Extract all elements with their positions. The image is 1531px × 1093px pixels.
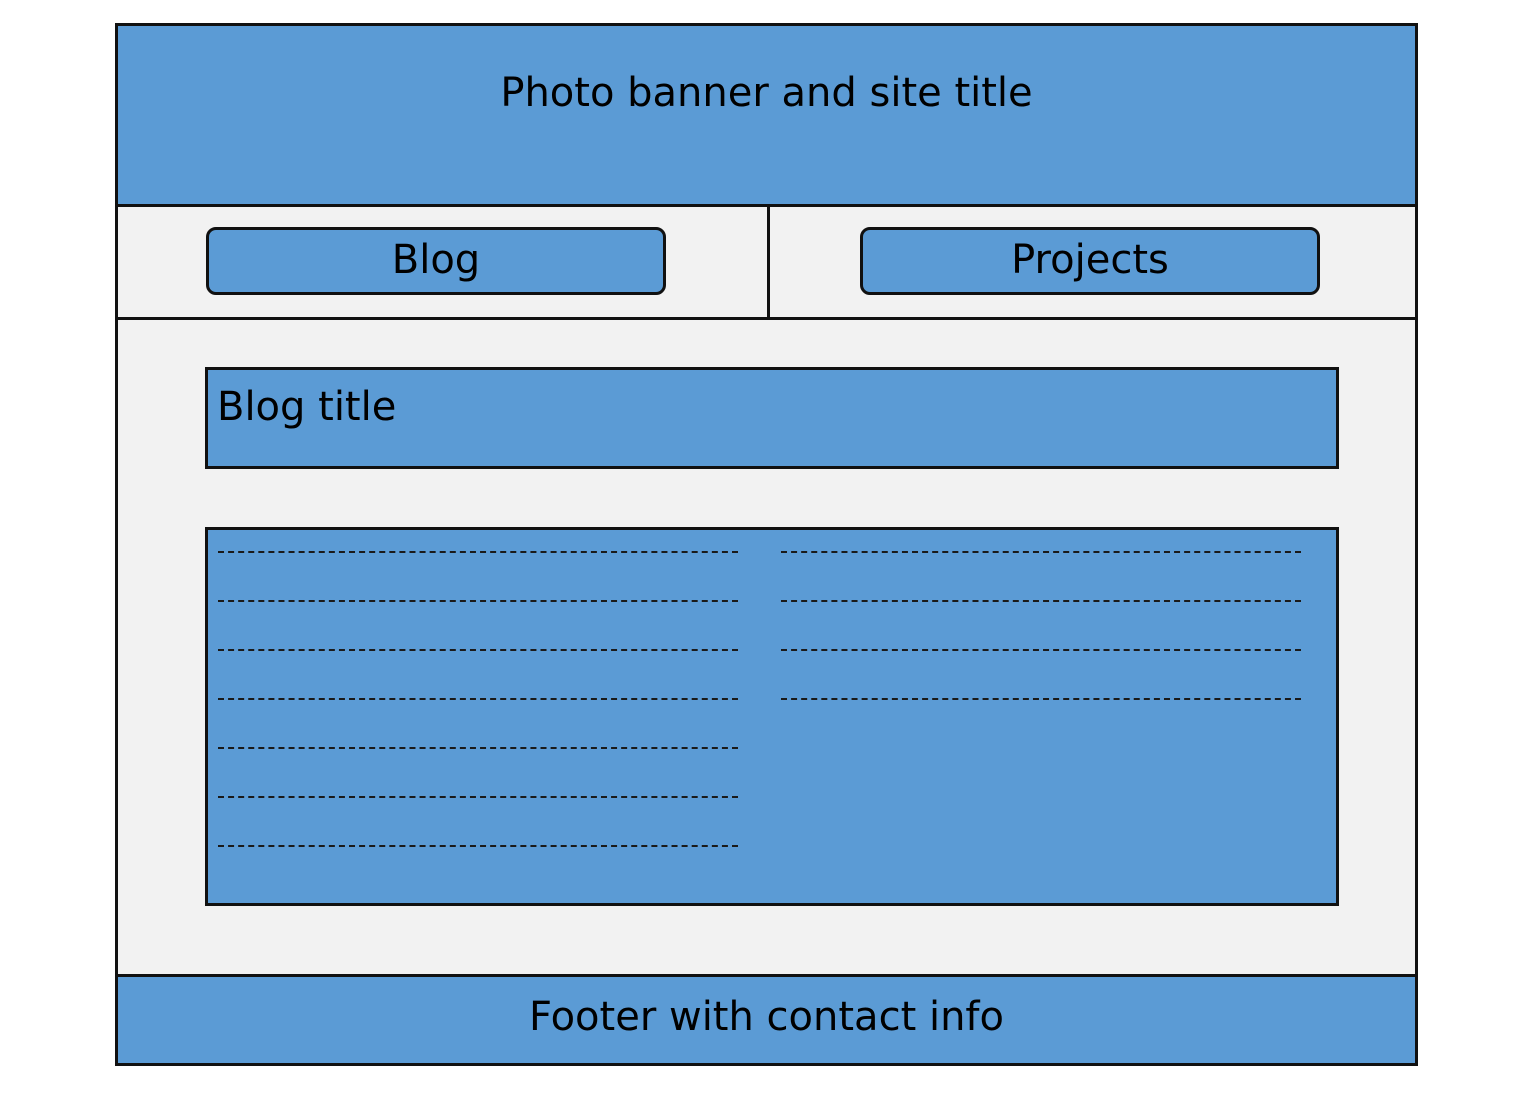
placeholder-text-line: [781, 551, 1301, 553]
placeholder-text-line: [218, 698, 738, 700]
placeholder-text-line: [218, 600, 738, 602]
footer-contact-info: Footer with contact info: [529, 994, 1004, 1040]
placeholder-text-line: [781, 600, 1301, 602]
photo-banner: Photo banner and site title: [115, 23, 1418, 207]
placeholder-text-line: [218, 649, 738, 651]
blog-body-box: [205, 527, 1339, 906]
projects-nav-button[interactable]: Projects: [860, 227, 1320, 295]
placeholder-text-line: [218, 796, 738, 798]
blog-title-label: Blog title: [217, 384, 397, 430]
navigation-bar: Blog Projects: [115, 204, 1418, 320]
placeholder-text-line: [218, 747, 738, 749]
blog-nav-button[interactable]: Blog: [206, 227, 666, 295]
placeholder-text-line: [218, 845, 738, 847]
placeholder-text-line: [781, 649, 1301, 651]
banner-title: Photo banner and site title: [500, 70, 1033, 116]
main-content: Blog title: [115, 317, 1418, 979]
footer: Footer with contact info: [115, 974, 1418, 1066]
nav-divider: [767, 207, 770, 317]
placeholder-text-line: [781, 698, 1301, 700]
placeholder-text-line: [218, 551, 738, 553]
blog-title-box: Blog title: [205, 367, 1339, 469]
